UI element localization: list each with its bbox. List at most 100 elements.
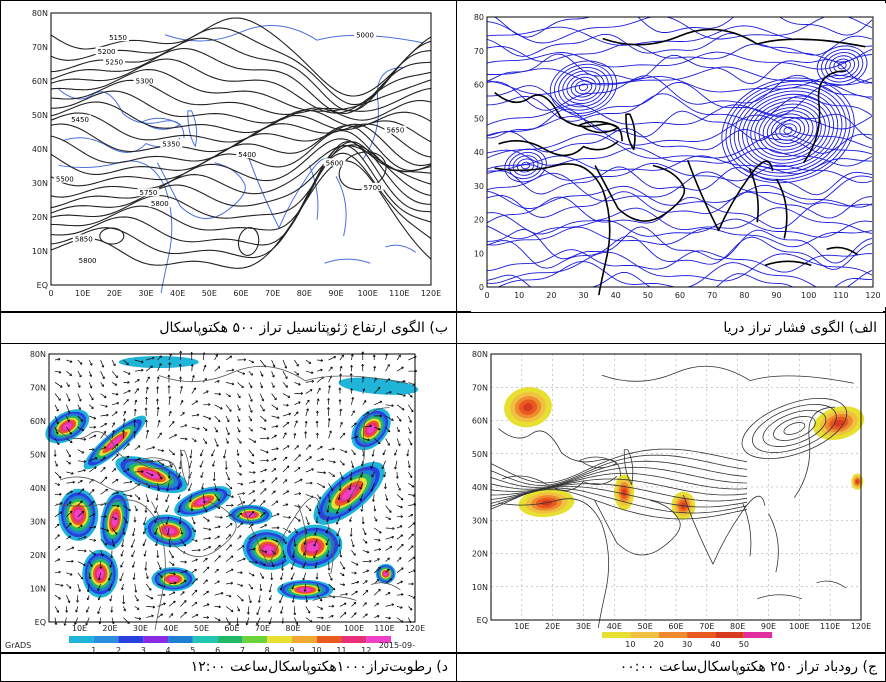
coastline: [312, 582, 401, 601]
wind-vector-head: [242, 492, 245, 495]
wind-vector: [325, 539, 329, 546]
wind-vector-head: [253, 480, 256, 484]
y-tick-label: 20N: [32, 213, 48, 222]
wind-vector: [89, 457, 98, 462]
wind-vector: [294, 359, 299, 367]
wind-vector-head: [284, 479, 288, 482]
wind-vector-head: [238, 535, 242, 538]
wind-vector: [154, 505, 158, 514]
wind-vector-head: [250, 428, 253, 432]
wind-vector: [66, 460, 71, 465]
wind-vector-head: [330, 488, 334, 491]
wind-vector: [237, 482, 243, 485]
wind-vector: [294, 454, 301, 462]
wind-vector: [165, 505, 170, 513]
wind-vector-head: [274, 457, 277, 461]
wind-vector: [157, 471, 163, 480]
colorbar-swatch: [715, 632, 744, 638]
slp-closed-isobar: [504, 148, 547, 183]
wind-vector: [54, 370, 62, 373]
x-tick-label: 30E: [576, 622, 591, 631]
wind-vector-head: [56, 421, 59, 425]
wind-vector: [336, 516, 341, 525]
wind-vector: [248, 511, 255, 518]
wind-vector-head: [133, 419, 137, 422]
y-tick-label: 20N: [30, 551, 46, 560]
colorbar-swatch: [602, 632, 631, 638]
wind-vector: [214, 483, 218, 492]
wind-vector-head: [59, 492, 62, 496]
wind-vector: [168, 613, 174, 618]
wind-vector-head: [249, 410, 253, 413]
wind-vector-head: [259, 588, 263, 592]
wind-vector: [66, 359, 73, 363]
wind-vector-head: [373, 366, 377, 369]
wind-vector: [88, 393, 94, 401]
wind-vector-head: [270, 577, 274, 581]
wind-vector-head: [69, 431, 72, 435]
wind-vector-head: [132, 533, 135, 537]
x-tick-label: 10E: [72, 624, 87, 633]
wind-vector-head: [290, 567, 294, 570]
wind-vector-head: [251, 453, 255, 457]
slp-isobar: [486, 226, 873, 264]
wind-vector: [168, 421, 175, 428]
wind-vector-head: [81, 510, 85, 514]
wind-vector: [294, 617, 298, 625]
wind-vector: [97, 583, 101, 591]
wind-vector-head: [206, 590, 209, 594]
y-tick-label: 80N: [472, 350, 488, 359]
wind-vector-head: [204, 441, 208, 445]
wind-vector-head: [115, 392, 119, 396]
caption-geopotential-500: ب) الگوی ارتفاع ژئوپتانسیل تراز ۵۰۰ هکتو…: [0, 312, 457, 344]
wind-vector: [396, 366, 404, 372]
wind-vector: [200, 449, 204, 457]
wind-vector-head: [227, 477, 231, 481]
wind-vector-head: [249, 418, 252, 422]
wind-vector: [396, 594, 404, 596]
jet-speed-fill: [622, 488, 627, 496]
wind-vector-head: [389, 546, 393, 549]
wind-vector-head: [110, 610, 114, 613]
coastline: [594, 499, 681, 556]
wind-vector-head: [237, 608, 241, 612]
wind-vector: [305, 617, 313, 623]
wind-vector: [282, 382, 288, 388]
wind-vector: [191, 426, 200, 430]
x-tick-label: 90E: [316, 624, 331, 633]
wind-vector-head: [180, 385, 184, 389]
colorbar-swatch: [630, 632, 659, 638]
gph-plot: 5150520052505300500054505350540055005750…: [32, 9, 441, 298]
wind-vector-head: [283, 555, 286, 558]
wind-vector-head: [58, 596, 61, 600]
wind-vector-head: [253, 499, 256, 502]
wind-vector: [248, 370, 253, 376]
wind-vector-head: [91, 406, 94, 409]
jet-frame: [490, 353, 862, 621]
x-tick-label: 60E: [668, 622, 683, 631]
wind-vector-head: [185, 569, 188, 573]
wind-vector-head: [220, 591, 224, 595]
wind-vector: [77, 393, 82, 402]
wind-vector: [408, 514, 413, 518]
wind-vector-head: [114, 517, 117, 520]
wind-vector: [237, 438, 242, 444]
wind-vector-head: [120, 565, 123, 568]
wind-vector-head: [331, 614, 334, 618]
wind-vector-head: [336, 533, 340, 537]
wind-vector: [290, 572, 295, 580]
wind-vector: [351, 460, 354, 468]
wind-vector-head: [313, 555, 316, 559]
wind-vector-head: [141, 360, 144, 364]
x-tick-label: 20E: [102, 624, 117, 633]
wind-vector-head: [217, 580, 220, 584]
wind-vector: [87, 595, 90, 601]
wind-vector: [305, 408, 309, 417]
wind-vector: [385, 516, 391, 520]
mask: [471, 3, 883, 17]
wind-vector: [180, 400, 184, 405]
wind-vector-head: [147, 485, 151, 489]
wind-vector-head: [263, 419, 267, 422]
wind-vector-head: [344, 450, 348, 454]
wind-vector: [99, 617, 101, 625]
